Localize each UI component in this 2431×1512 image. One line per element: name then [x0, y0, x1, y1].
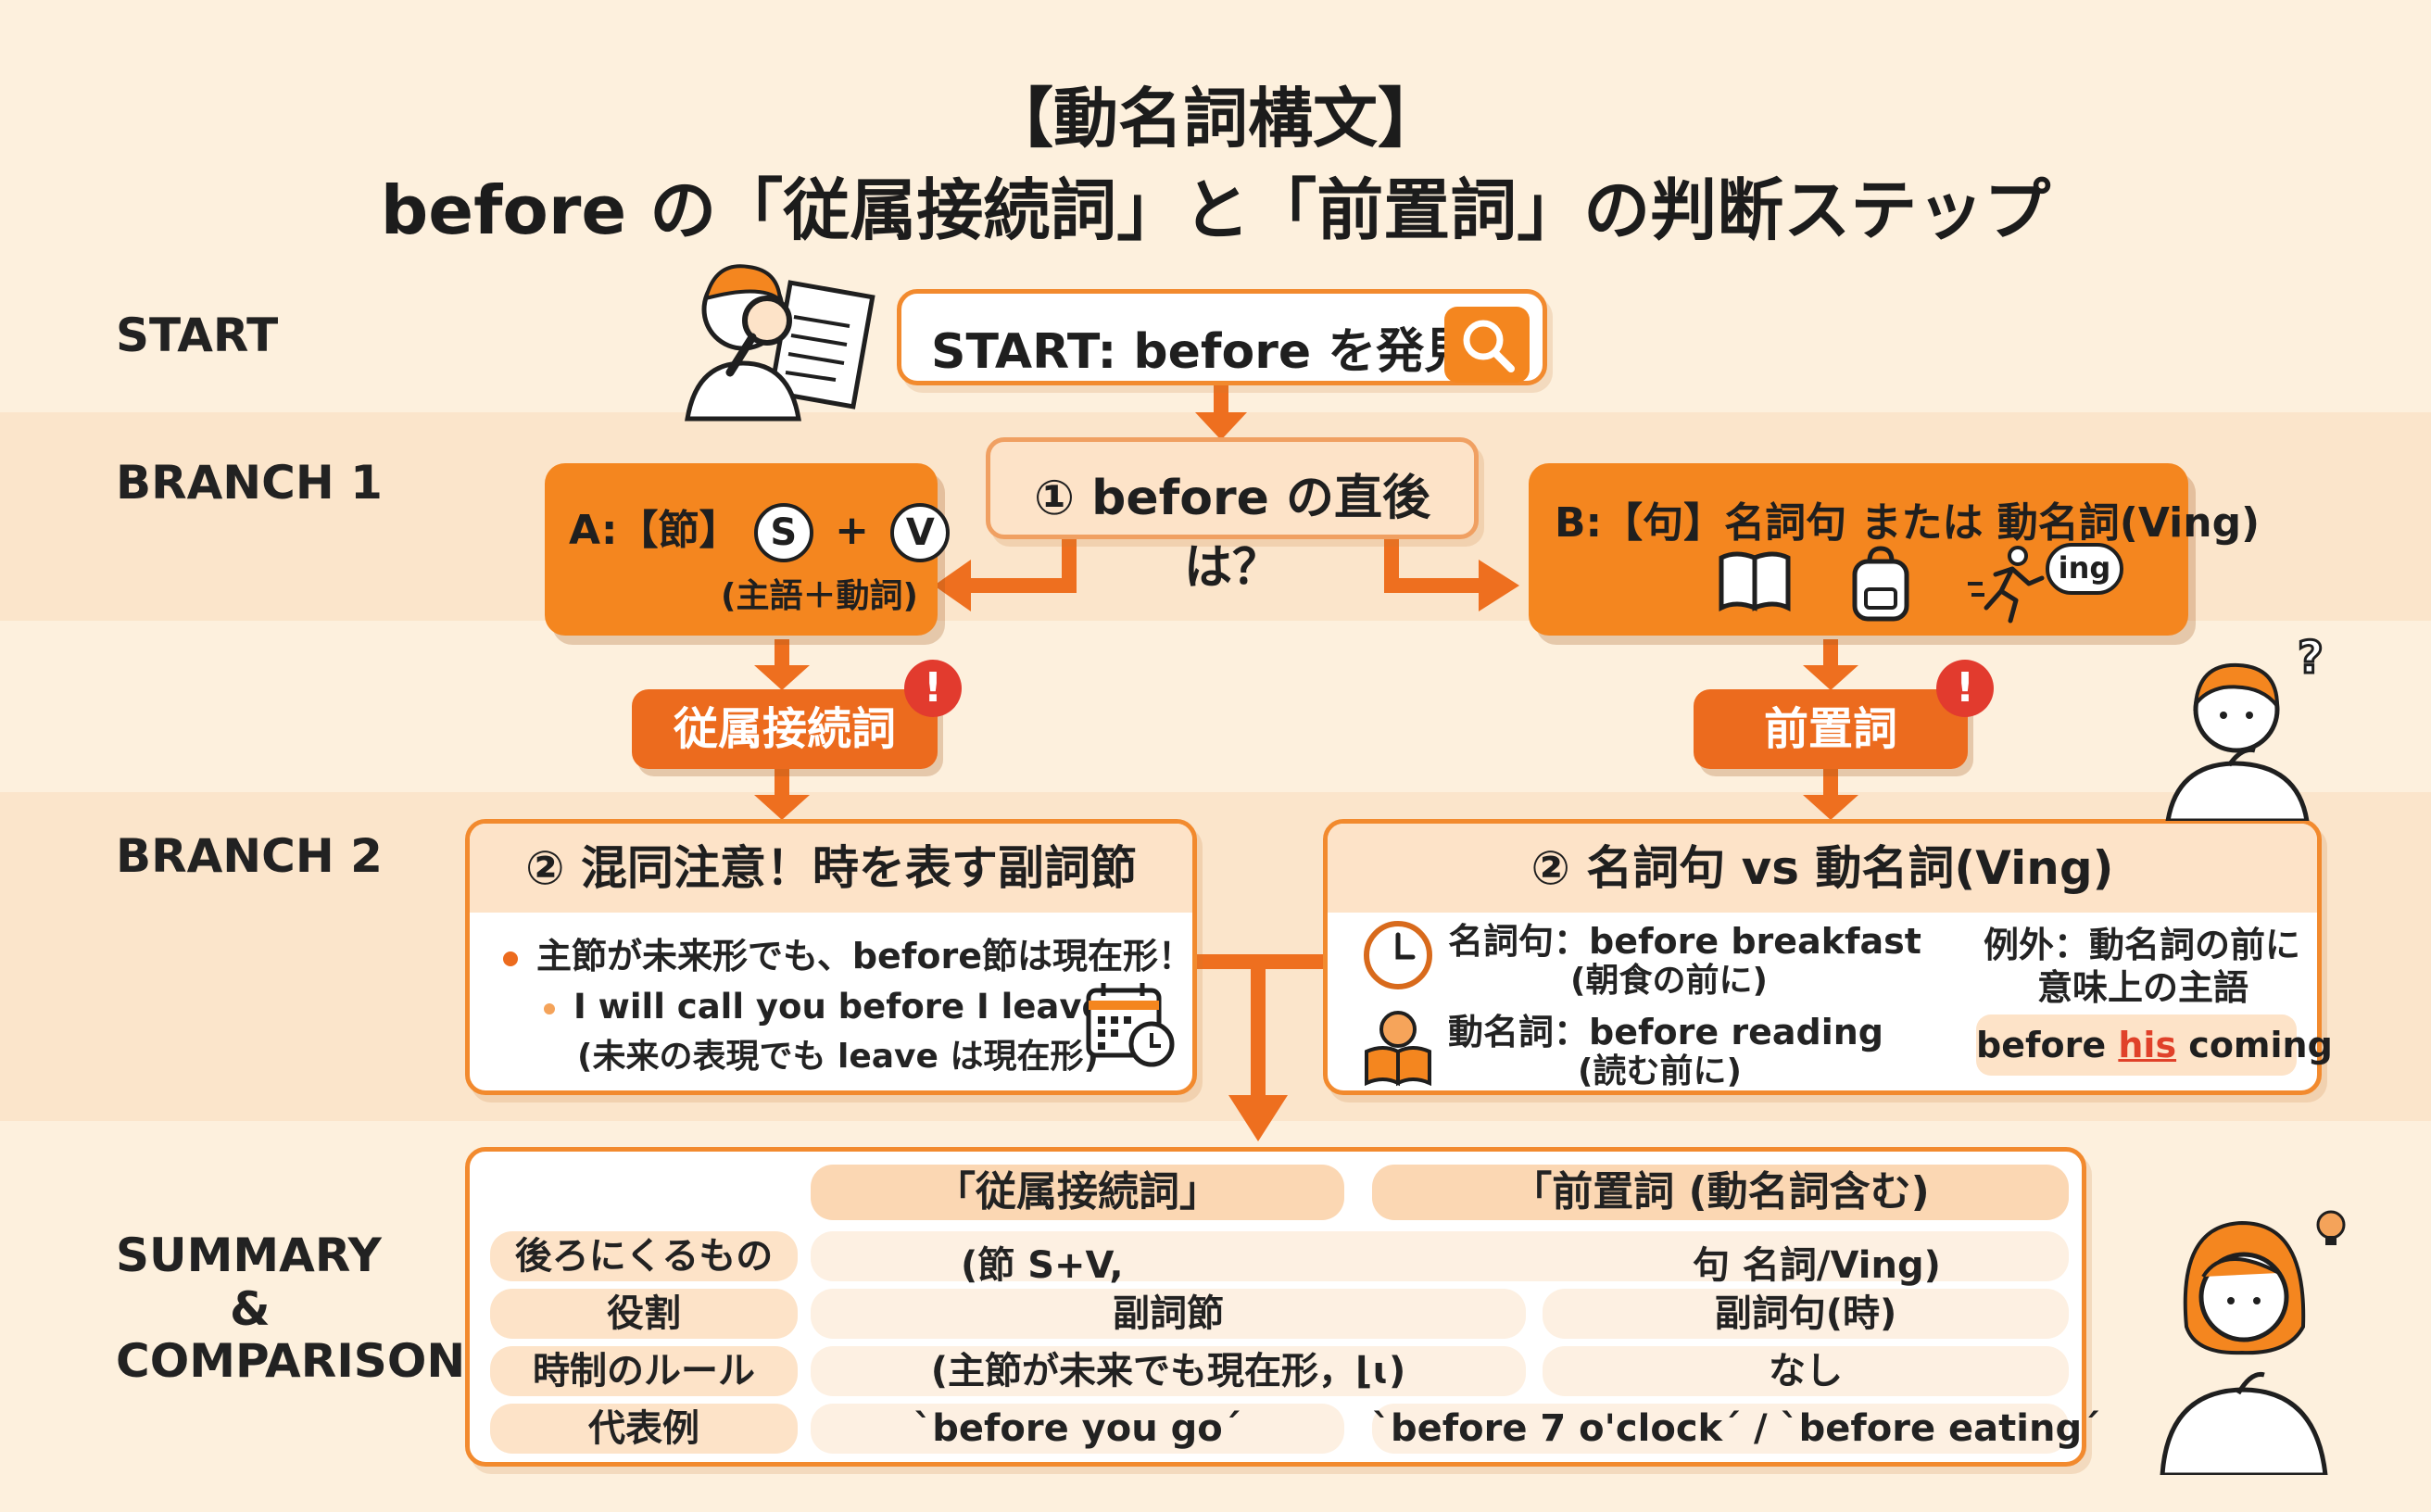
connector-line	[964, 578, 1077, 593]
clause-rule-text: 主節が未来形でも、before節は現在形！	[536, 936, 1193, 976]
branch-b-box: B:【句】名詞句 または 動名詞(Ving) ing	[1529, 463, 2260, 636]
book-icon	[1719, 551, 1791, 612]
question-box: ① before の直後は？	[986, 437, 1479, 596]
search-icon	[1463, 320, 1515, 372]
conjunction-result: 従属接続詞	[632, 689, 938, 769]
side-label-ampersand: &	[230, 1282, 271, 1336]
side-label-branch2: BRANCH 2	[116, 829, 383, 883]
alert-icon: !	[904, 660, 962, 717]
connector-line	[1384, 578, 1486, 593]
branch-a-box: A:【節】 S + V (主語＋動詞)	[545, 463, 951, 636]
summary-cell-preposition: 句 名詞/Ving)	[1693, 1244, 1941, 1287]
branch-b-head: B:【句】名詞句 または 動名詞(Ving)	[1555, 499, 2261, 547]
clock-icon	[1364, 921, 1432, 989]
summary-table: 「従属接続詞」 「前置詞 (動名詞含む) 後ろにくるもの (節 S+V, 句 名…	[465, 1147, 2100, 1467]
connector-line	[1823, 639, 1838, 671]
connector-line	[1823, 769, 1838, 800]
exception-example-post: coming	[2176, 1025, 2333, 1065]
summary-row-label: 時制のルール	[490, 1346, 798, 1396]
gerund-example: 動名詞：before reading	[1448, 1012, 1883, 1052]
connector-line	[1214, 378, 1228, 417]
branch-a-label: A:【節】	[569, 507, 740, 554]
connector-line	[1251, 954, 1266, 1102]
summary-row-label: 代表例	[490, 1404, 798, 1454]
clause-example-text: I will call you before I leave.	[573, 987, 1118, 1027]
running-person-icon	[1968, 546, 2045, 624]
exception-label: 例外：動名詞の前に	[1984, 925, 2301, 965]
clause-example-note: (未来の表現でも leave は現在形)	[577, 1038, 1099, 1076]
phrase-box-head: ② 名詞句 vs 動名詞(Ving)	[1328, 824, 2317, 913]
reading-child-icon	[1365, 1011, 1431, 1087]
summary-cell-conjunction: (主節が未来でも現在形，⌊ɩ)	[811, 1346, 1526, 1396]
clause-box-head: ② 混同注意！時を表す副詞節	[470, 824, 1192, 913]
summary-cell-conjunction: (節 S+V,	[961, 1244, 1124, 1287]
backpack-icon	[1852, 546, 1909, 622]
arrow-head	[754, 665, 810, 690]
branch-a-head: A:【節】 S + V	[569, 497, 951, 562]
summary-col-head-preposition: 「前置詞 (動名詞含む)	[1372, 1165, 2069, 1220]
arrow-head	[934, 560, 971, 611]
summary-row-label: 後ろにくるもの	[490, 1231, 798, 1281]
arrow-head	[1195, 412, 1247, 440]
subject-symbol: S	[753, 503, 813, 562]
side-label-summary: SUMMARY	[116, 1228, 382, 1282]
summary-row-label: 役割	[490, 1289, 798, 1339]
page-subtitle: before の「従属接続詞」と「前置詞」の判断ステップ	[380, 171, 2051, 249]
exception-example-pre: before	[1976, 1025, 2119, 1065]
start-text: START: before を発見！	[931, 324, 1521, 380]
page-title: 【動名詞構文】	[989, 81, 1442, 157]
gerund-meaning: (読む前に)	[1578, 1052, 1742, 1090]
branch-a-sub: (主語＋動詞)	[721, 577, 918, 615]
ing-badge: ing	[2046, 543, 2123, 595]
summary-row-bg	[811, 1231, 2069, 1281]
detective-illustration	[685, 264, 875, 422]
exception-example-his: his	[2118, 1025, 2177, 1065]
exception-label-2: 意味上の主語	[2037, 967, 2249, 1008]
thinking-girl-illustration	[2160, 1210, 2346, 1475]
phrase-box: ② 名詞句 vs 動名詞(Ving) 名詞句：before breakfast …	[1323, 819, 2333, 1095]
start-box: START: before を発見！	[897, 289, 1547, 385]
calendar-clock-icon	[1086, 983, 1175, 1067]
side-label-branch1: BRANCH 1	[116, 456, 383, 510]
background-band	[0, 621, 2431, 792]
alert-icon: !	[1936, 660, 1994, 717]
plus-sign: +	[835, 507, 869, 554]
clause-rule: 主節が未来形でも、before節は現在形！	[503, 927, 1193, 978]
side-label-start: START	[116, 309, 279, 362]
summary-cell-preposition: 副詞句(時)	[1543, 1289, 2069, 1339]
side-label-comparison: COMPARISON	[116, 1334, 466, 1388]
connector-line	[775, 639, 789, 671]
clause-box: ② 混同注意！時を表す副詞節 主節が未来形でも、before節は現在形！ I w…	[465, 819, 1197, 1095]
arrow-head	[1479, 560, 1519, 611]
arrow-head	[1803, 665, 1858, 690]
preposition-result: 前置詞	[1694, 689, 1968, 769]
summary-cell-preposition: なし	[1543, 1346, 2069, 1396]
summary-cell-conjunction: `before you go´	[811, 1404, 1344, 1454]
summary-col-head-conjunction: 「従属接続詞」	[811, 1165, 1344, 1220]
verb-symbol: V	[890, 503, 951, 562]
arrow-head	[1803, 795, 1858, 820]
clause-example: I will call you before I leave.	[544, 987, 1118, 1027]
search-button[interactable]	[1444, 307, 1530, 383]
summary-cell-conjunction: 副詞節	[811, 1289, 1526, 1339]
noun-phrase-meaning: (朝食の前に)	[1570, 962, 1768, 1000]
connector-line	[775, 769, 789, 800]
noun-phrase-example: 名詞句：before breakfast	[1448, 921, 1921, 962]
bullet-dot	[544, 1002, 555, 1014]
summary-cell-preposition: `before 7 o'clock´ / `before eating´	[1372, 1404, 2100, 1454]
arrow-head	[754, 795, 810, 820]
bullet-dot	[503, 951, 518, 966]
svg-text:?: ?	[2298, 632, 2324, 684]
arrow-head	[1228, 1095, 1288, 1141]
thinking-boy-illustration: ?	[2165, 631, 2324, 821]
question-text: ① before の直後は？	[1034, 471, 1430, 596]
exception-example: before his coming	[1976, 1014, 2333, 1076]
